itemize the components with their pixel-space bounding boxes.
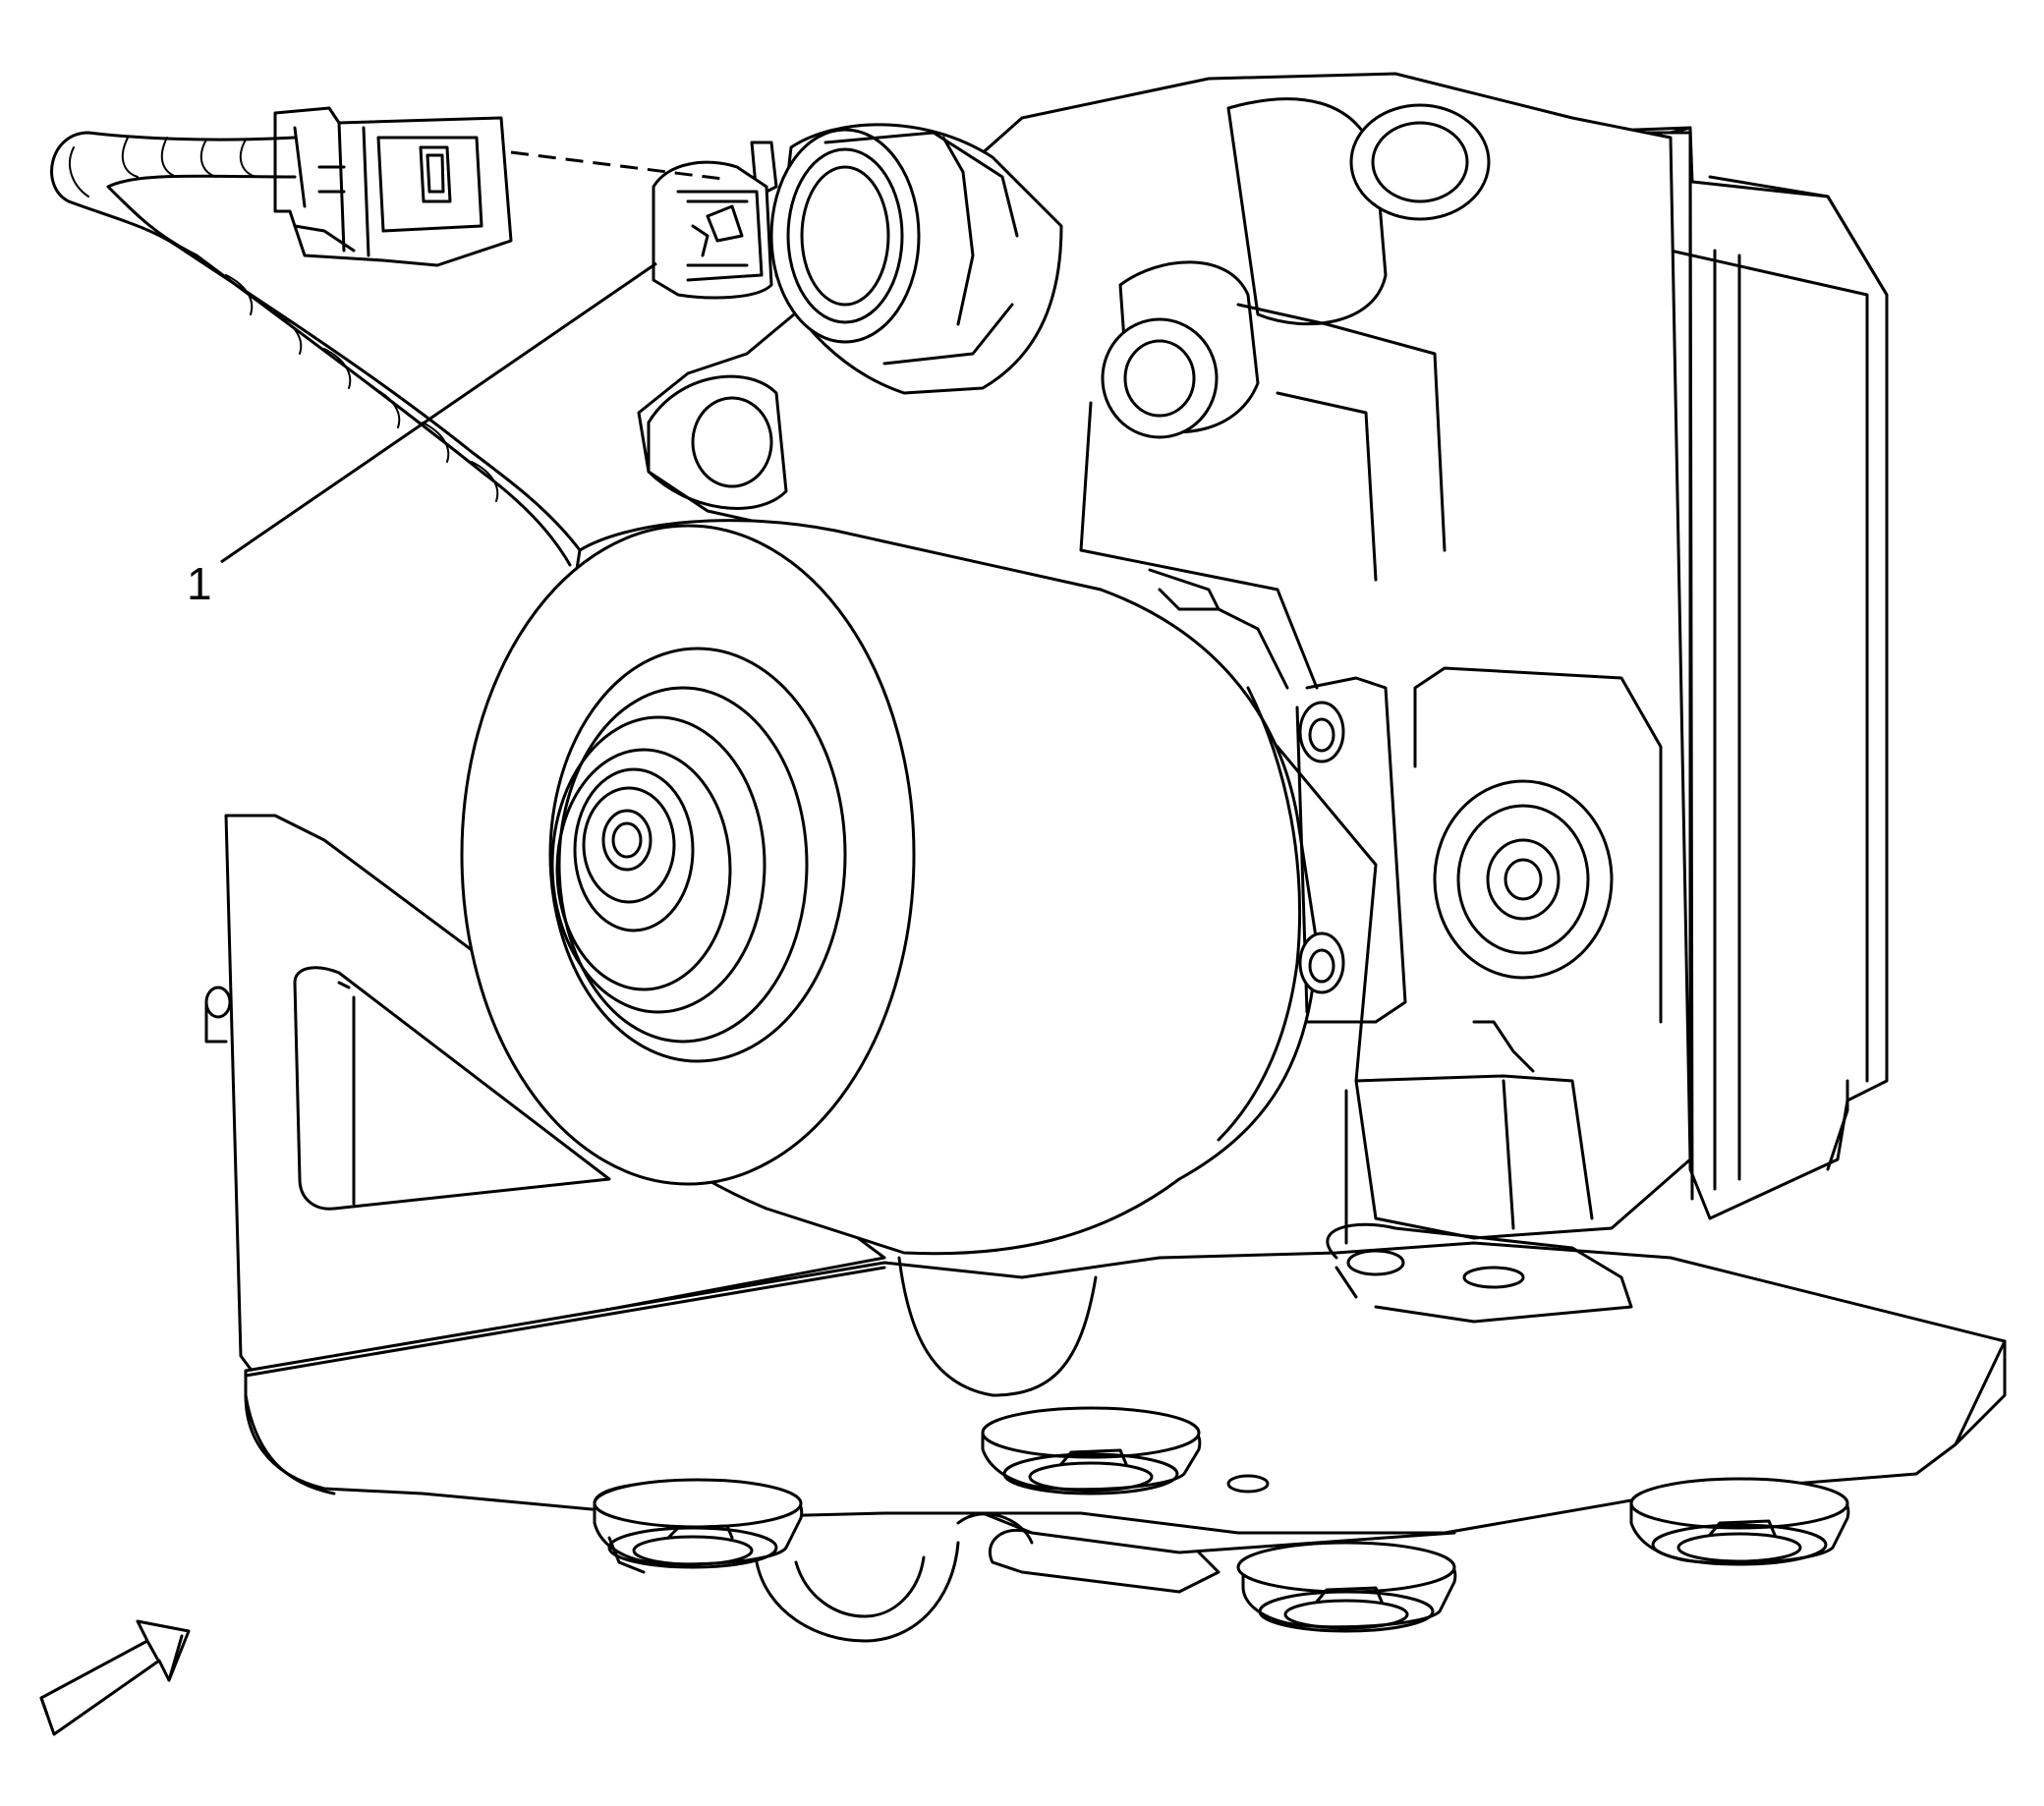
view-direction-arrow-icon — [39, 1619, 191, 1736]
mount-isolators — [593, 1406, 1850, 1633]
pressure-sensor — [652, 123, 1063, 395]
isolator-right — [1629, 1477, 1850, 1566]
wiring-harness — [50, 131, 582, 567]
callout-1: 1 — [187, 261, 657, 609]
isolator-front-left — [593, 1478, 804, 1574]
lower-housing — [755, 1512, 1034, 1643]
control-module — [1551, 126, 1889, 1220]
harness-connector — [273, 106, 723, 267]
callout-1-label: 1 — [187, 558, 212, 609]
callout-1-leader — [220, 261, 657, 564]
isolator-front-center — [1236, 1541, 1457, 1633]
isolator-middle — [981, 1406, 1202, 1496]
pump-motor — [460, 519, 1407, 1256]
